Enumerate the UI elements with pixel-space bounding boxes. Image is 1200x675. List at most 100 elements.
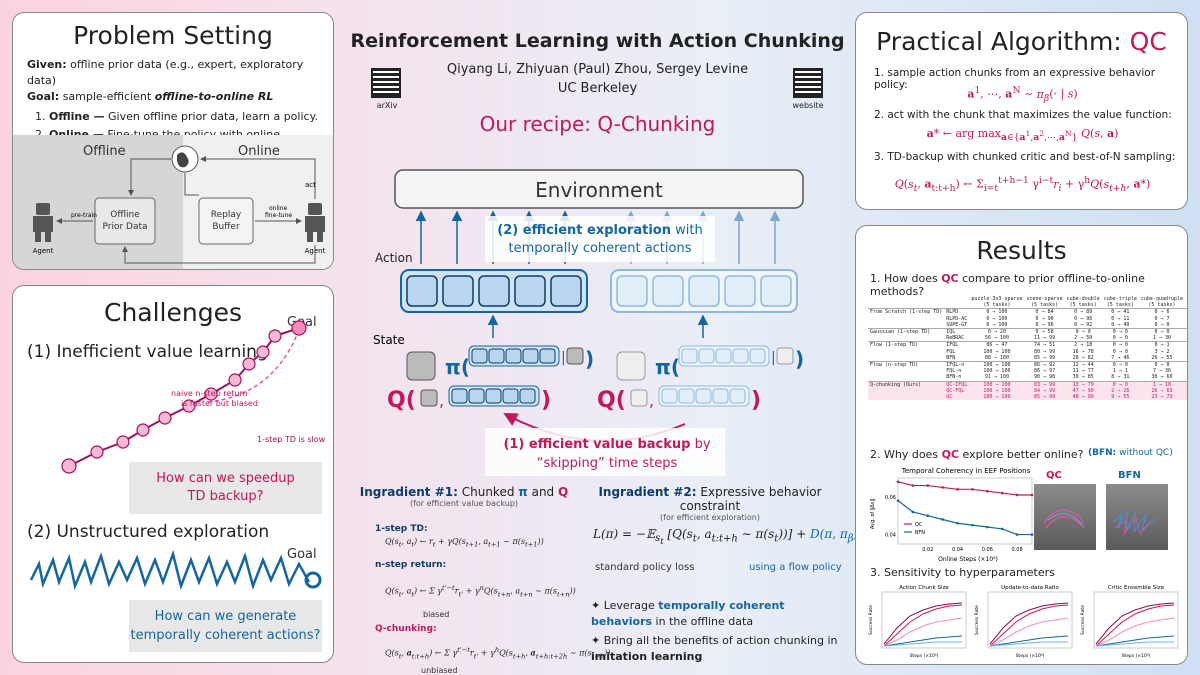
table-cell: 2 → 26 xyxy=(1111,387,1130,394)
arxiv-label: arXiv xyxy=(376,101,398,110)
table-cell: 2 → 50 xyxy=(1074,335,1093,342)
table-cell: Flow (1-step TD) xyxy=(868,341,945,349)
table-cell: 2 → 18 xyxy=(1064,341,1102,349)
goal2-label: Goal xyxy=(287,547,317,562)
svg-text:): ) xyxy=(585,347,594,371)
sensitivity-curve xyxy=(883,617,963,647)
table-cell: 32 → 23 xyxy=(1185,341,1187,349)
table-cell xyxy=(868,374,944,381)
qc-trajectory-image xyxy=(1034,484,1096,550)
table-cell: 39 → 58 xyxy=(1185,380,1187,388)
table-header: cube-double xyxy=(1066,296,1100,302)
pretrain-label: pre-train xyxy=(71,212,97,219)
x-tick-label: 0.06 xyxy=(982,547,993,553)
flow-label: using a flow policy xyxy=(749,562,842,573)
given-label: Given: xyxy=(27,58,67,71)
table-cell xyxy=(868,322,944,329)
q2-line2: temporally coherent actions? xyxy=(130,628,321,643)
bullet-1: ✦ Leverage temporally coherent behaviors… xyxy=(591,599,785,628)
onestep-label: 1-step TD: xyxy=(375,524,428,534)
results-q2: 2. Why does QC explore better online? xyxy=(870,448,1083,461)
series-line-qc xyxy=(897,481,1032,496)
std-loss-label: standard policy loss xyxy=(595,562,695,573)
table-cell: 0 → 100 xyxy=(986,315,1008,322)
legend-label: QC xyxy=(915,522,923,528)
sensitivity-curve xyxy=(1095,602,1175,645)
img-qc-label: QC xyxy=(1046,470,1062,481)
temporal-coherency-chart: Temporal Coherency in EEF Positions Avg.… xyxy=(870,467,1034,563)
x-tick-label: 0.04 xyxy=(952,547,963,553)
question-1-box: How can we speedup TD backup? xyxy=(129,462,322,514)
sensitivity-xlabel: Steps (×10⁶) xyxy=(910,653,939,659)
sensitivity-title: Action Chunk Size xyxy=(899,585,949,591)
sensitivity-curve xyxy=(883,604,963,647)
qchunk-eq: Q(st, at:t+h) ← Σ γt'−trt' + γhQ(st+h, a… xyxy=(385,646,611,661)
series-line-bfn xyxy=(897,500,1032,536)
step-offline-label: Offline — xyxy=(49,110,105,123)
sensitivity-ylabel: Success Rate xyxy=(1080,605,1086,635)
table-cell: 83 → 99 xyxy=(1024,380,1065,388)
poster-title: Reinforcement Learning with Action Chunk… xyxy=(350,30,845,52)
table-cell xyxy=(868,355,944,362)
series-point xyxy=(971,523,974,527)
table-subheader: (5 tasks) xyxy=(983,302,1011,309)
challenge-2: (2) Unstructured exploration xyxy=(27,522,270,542)
table-header: scene-sparse xyxy=(1026,296,1063,302)
series-point xyxy=(956,488,959,491)
b2-pre: Bring all the benefits of action chunkin… xyxy=(603,634,838,647)
table-cell: 86 → 92 xyxy=(1024,361,1065,369)
backup-note-2: “skipping” time steps xyxy=(537,456,678,471)
table-cell: Q-chunking (Ours) xyxy=(868,380,945,388)
table-cell: 47 → 76 xyxy=(1185,355,1187,362)
svg-text:,: , xyxy=(649,391,654,410)
td-note: 1-step TD is slow xyxy=(257,435,326,444)
authors: Qiyang Li, Zhiyuan (Paul) Zhou, Sergey L… xyxy=(446,62,749,77)
sensitivity-ylabel: Success Rate xyxy=(868,605,874,635)
ing1-title: Ingradient #1: xyxy=(359,485,458,499)
table-cell: 0 → 100 xyxy=(986,321,1008,328)
table-cell: 14 → 56 xyxy=(1185,335,1187,342)
q2-post: explore better online? xyxy=(959,448,1084,461)
table-cell: 0 → 0 xyxy=(1101,328,1139,336)
algo-step-3: 3. TD-backup with chunked critic and bes… xyxy=(874,151,1176,163)
challenges-panel: Challenges (1) Inefficient value learnin… xyxy=(12,285,334,663)
arxiv-qr-icon[interactable] xyxy=(371,68,401,98)
website-qr-icon[interactable] xyxy=(793,68,823,98)
series-point xyxy=(941,518,944,521)
q2-line1: How can we generate xyxy=(154,609,297,624)
tc-title: Temporal Coherency in EEF Positions xyxy=(901,467,1031,475)
ing1-rest: Chunked xyxy=(461,485,515,499)
series-point xyxy=(911,484,915,487)
ing2-rest: Expressive behavior constraint xyxy=(679,485,822,513)
exploration-diagram: Goal xyxy=(29,547,322,591)
tc-xlabel: Online Steps (×10⁶) xyxy=(938,556,998,563)
table-cell: 3 → 2 xyxy=(1154,348,1170,355)
table-cell: QC xyxy=(946,394,953,401)
unbiased-label: unbiased xyxy=(421,666,458,675)
table-cell: 0 → 100 xyxy=(969,308,1025,316)
table-cell: 0 → 92 xyxy=(1074,321,1093,328)
table-cell xyxy=(868,335,944,342)
ing1-sub: (for efficient value backup) xyxy=(409,499,519,508)
table-subheader xyxy=(868,302,944,309)
algo-title: Practical Algorithm: xyxy=(876,27,1130,56)
state-box-2 xyxy=(616,351,646,381)
table-cell: 0 → 0 xyxy=(1112,348,1128,355)
algo-eq-2: a* ← arg maxa∈{a1,a2,⋯,aN} Q(s, a) xyxy=(926,127,1119,144)
series-point xyxy=(941,486,944,489)
goal-label: Goal: xyxy=(27,90,60,103)
onestep-eq: Q(st, at) ← rt + γQ(st+1, at+1 ∼ π(st+1)… xyxy=(385,537,544,549)
series-point xyxy=(1015,533,1019,536)
svg-text:): ) xyxy=(541,388,551,413)
q-symbol-2: Q( xyxy=(597,388,626,413)
algo-eq-1: a1, ⋯, aN ∼ πβ(· | s) xyxy=(967,85,1078,104)
environment-box xyxy=(394,169,804,209)
ing2-sub: (for efficient exploration) xyxy=(660,513,760,522)
environment-label: Environment xyxy=(535,178,663,202)
sensitivity-curve xyxy=(989,604,1069,647)
series-point xyxy=(1030,533,1034,536)
